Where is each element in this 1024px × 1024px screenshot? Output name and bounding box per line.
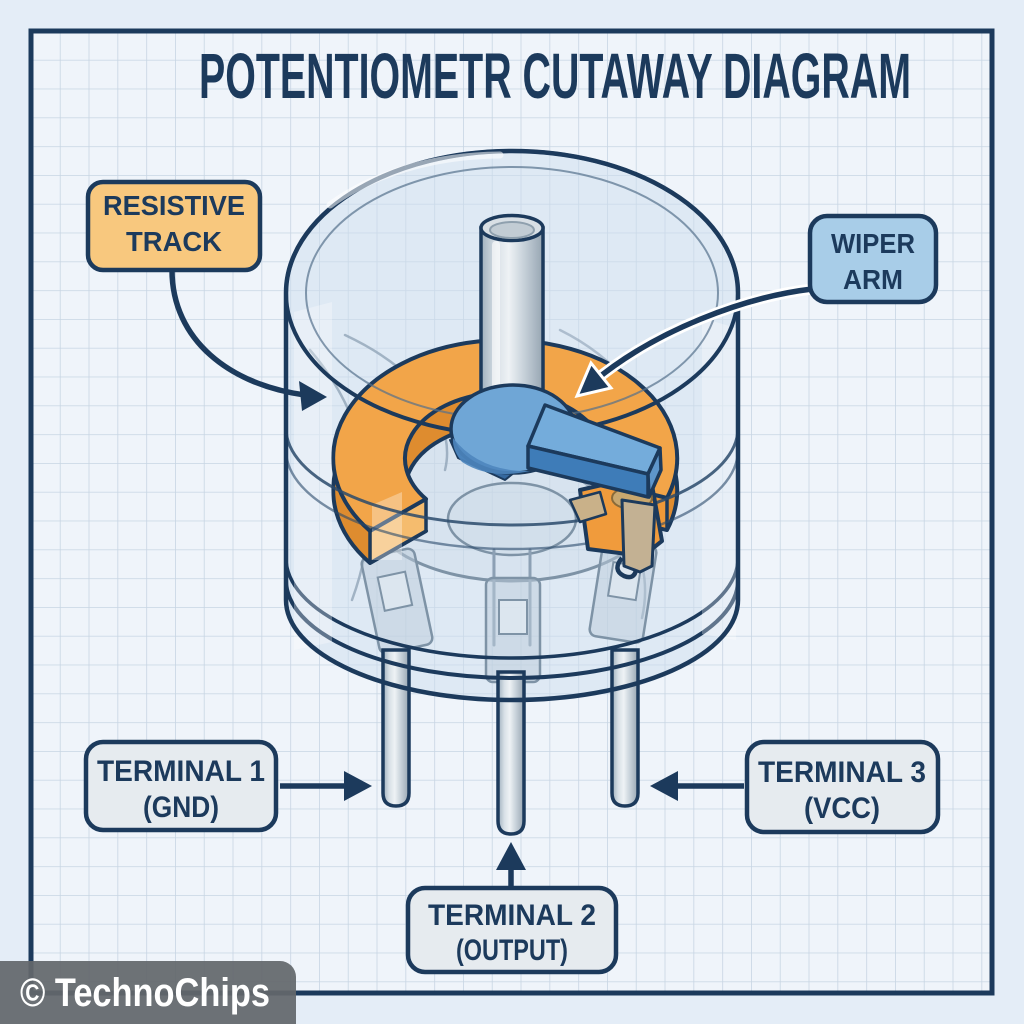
watermark-background: [0, 961, 296, 1024]
terminal-pin-3: [610, 648, 640, 808]
wiper-arm-assembly: [449, 383, 664, 580]
terminal1-label-line2: (GND): [143, 791, 219, 824]
watermark: © TechnoChips: [0, 961, 296, 1024]
callout-labels: RESISTIVE TRACK WIPER ARM TERMINAL 1 (GN…: [83, 179, 941, 975]
callout-arrows: [169, 269, 813, 886]
resistive-track-label-line2: TRACK: [126, 226, 222, 257]
contact-finger: [620, 498, 657, 574]
contact-tab: [568, 490, 608, 524]
wiper-arm-label-line2: ARM: [843, 264, 903, 295]
wiper-arm-tip: [646, 446, 663, 499]
page-title: POTENTIOMETR CUTAWAY DIAGRAM: [199, 40, 911, 112]
housing-seam-lower: [284, 449, 740, 551]
housing-seam-upper: [284, 427, 740, 527]
terminal1-label-line1: TERMINAL 1: [97, 755, 265, 788]
track-highlight: [372, 492, 402, 560]
terminal-pin-1: [381, 648, 411, 808]
terminal3-label-line2: (VCC): [804, 792, 880, 825]
wiper-arm-callout: WIPER ARM: [807, 213, 939, 305]
border-frame: [28, 28, 995, 996]
terminal2-callout: TERMINAL 2 (OUTPUT): [405, 885, 619, 975]
terminal3-label-line1: TERMINAL 3: [758, 756, 926, 789]
resistive-track-callout: RESISTIVE TRACK: [85, 179, 263, 273]
terminal1-callout: TERMINAL 1 (GND): [83, 739, 279, 833]
wiper-arm-label-line1: WIPER: [831, 228, 915, 259]
base-rim-arc-lower: [284, 579, 740, 680]
contact-hook: [615, 556, 639, 580]
shaft: [479, 213, 545, 432]
terminal1-arrowhead: [344, 771, 372, 801]
wiper-arm-arrowhead: [574, 360, 614, 399]
terminal3-callout: TERMINAL 3 (VCC): [744, 739, 941, 835]
terminal-bracket-ghost-mid: [484, 576, 542, 684]
terminal2-arrowhead: [496, 842, 526, 870]
wiper-arm-arrow: [590, 286, 813, 386]
resistive-track-label-line1: RESISTIVE: [103, 190, 245, 221]
glass-sheen-right: [702, 318, 736, 640]
glass-top-sheen: [326, 151, 504, 209]
terminal2-label-line2: (OUTPUT): [456, 934, 568, 967]
terminal-pin-2: [496, 670, 526, 836]
terminal2-label-line1: TERMINAL 2: [428, 899, 596, 932]
potentiometer-body: [283, 148, 741, 836]
base-rim-arc-upper: [284, 557, 740, 660]
resistive-track-arrowhead: [299, 381, 327, 411]
terminal-bracket-ghost-left: [360, 547, 434, 655]
watermark-text: © TechnoChips: [20, 971, 270, 1015]
glass-sheen-left: [294, 302, 332, 650]
terminal3-arrowhead: [650, 771, 678, 801]
resistive-track-arrow: [169, 269, 306, 398]
